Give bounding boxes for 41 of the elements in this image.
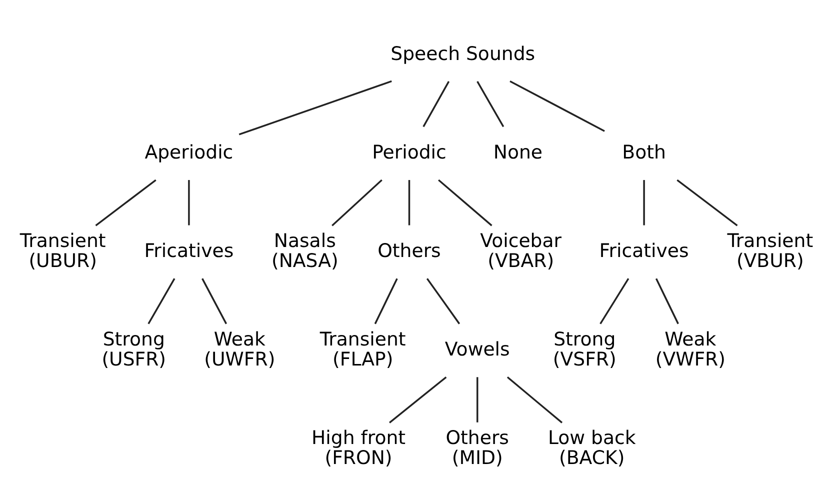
node-text: Nasals (NASA) — [271, 230, 338, 272]
node-text: Weak (VWFR) — [655, 328, 726, 370]
node-text: Fricatives — [599, 240, 689, 262]
node-text: Aperiodic — [144, 142, 234, 163]
connector — [408, 180, 410, 225]
connector — [188, 180, 190, 225]
node-text: Fricatives — [144, 240, 234, 262]
node-text: Voicebar (VBAR) — [480, 230, 562, 272]
connector — [600, 278, 630, 324]
node-text: Transient (FLAP) — [320, 328, 406, 370]
node-text: Speech Sounds — [390, 43, 536, 64]
node-text: Others (MID) — [446, 427, 510, 469]
connector — [332, 178, 382, 226]
connector — [655, 278, 679, 324]
connector — [476, 80, 504, 127]
connector — [438, 178, 492, 226]
connector — [148, 278, 176, 324]
node-text: High front (FRON) — [311, 427, 406, 469]
node-text: Both — [622, 142, 666, 163]
connector — [426, 278, 460, 324]
node-text: None — [493, 142, 543, 163]
connector — [389, 376, 447, 423]
node-text: Weak (UWFR) — [204, 328, 276, 370]
connector — [374, 278, 398, 324]
connector — [422, 80, 450, 127]
node-text: Strong (VSFR) — [552, 328, 616, 370]
node-text: Low back (BACK) — [548, 427, 636, 469]
node-text: Strong (USFR) — [102, 328, 166, 370]
connector — [238, 80, 392, 135]
node-text: Periodic — [372, 142, 446, 163]
node-text: Vowels — [444, 338, 510, 360]
connector — [202, 278, 228, 324]
node-text: Others — [378, 240, 441, 262]
connector — [676, 178, 738, 226]
connector — [95, 178, 156, 226]
node-text: Transient (VBUR) — [727, 230, 814, 272]
connector — [510, 80, 605, 132]
connector — [643, 180, 645, 225]
connector — [506, 376, 563, 423]
node-text: Transient (UBUR) — [20, 230, 106, 272]
connector — [476, 376, 478, 422]
